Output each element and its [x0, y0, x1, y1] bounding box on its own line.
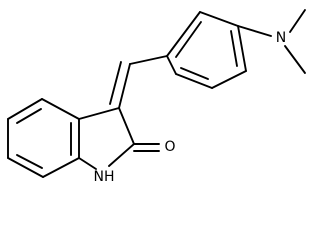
bond: [166, 55, 177, 75]
bond: [118, 107, 135, 145]
bond: [284, 45, 306, 74]
bond: [78, 157, 97, 170]
methylidene-double-bond: [109, 55, 168, 109]
bond: [41, 98, 80, 120]
double-bond-inner: [16, 108, 42, 124]
bond: [7, 157, 44, 178]
nitrogen-label: N: [276, 30, 286, 46]
bond: [237, 25, 247, 72]
bond: [118, 63, 131, 109]
bond: [211, 70, 247, 89]
double-bond-inner: [175, 21, 202, 58]
atom-label-n-dimethylamino: N: [276, 30, 286, 46]
double-bond-inner: [109, 61, 122, 105]
double-bond-inner: [230, 30, 238, 67]
bond: [42, 157, 80, 178]
atom-label-nh: NH: [94, 169, 115, 185]
oxygen-label: O: [164, 139, 175, 155]
carbonyl-group: [133, 143, 160, 152]
bond: [289, 9, 306, 33]
atom-label-o-carbonyl: O: [164, 139, 175, 155]
bond: [78, 107, 120, 120]
bond: [7, 98, 43, 120]
benzene-ring-of-indolinone: [7, 98, 80, 178]
dimethylamino-group: [237, 9, 306, 74]
bond: [199, 11, 239, 27]
nh-label: NH: [94, 169, 115, 185]
phenyl-ring: [166, 11, 247, 89]
double-bond-inner: [16, 154, 43, 169]
bond: [237, 25, 272, 37]
bond: [175, 73, 213, 89]
bond: [166, 11, 201, 57]
pyrrolidinone-ring: [78, 107, 135, 170]
bond: [129, 55, 168, 65]
bond: [108, 143, 135, 167]
chemical-structure-diagram: N O NH: [7, 9, 306, 185]
double-bond-inner: [180, 67, 209, 80]
